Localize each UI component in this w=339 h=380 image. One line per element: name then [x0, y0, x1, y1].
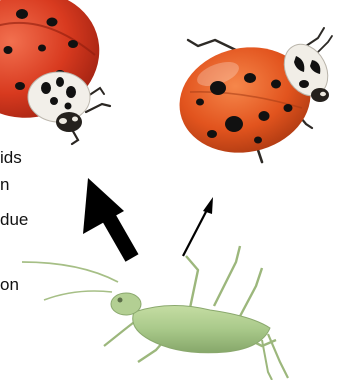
large-arrow-icon: [83, 178, 132, 258]
text-fragment-on: on: [0, 274, 19, 295]
text-fragment-ids: ids: [0, 147, 22, 168]
aphid-body: [133, 305, 270, 352]
ladybug-left: [0, 0, 116, 144]
text-fragment-n: n: [0, 174, 9, 195]
aphid-head: [111, 293, 141, 315]
text-fragment-due: due: [0, 209, 28, 230]
ladybug-right: [170, 28, 337, 165]
ladybug-right-head: [311, 88, 329, 102]
small-arrow-icon: [183, 197, 213, 256]
aphid: [22, 246, 288, 380]
